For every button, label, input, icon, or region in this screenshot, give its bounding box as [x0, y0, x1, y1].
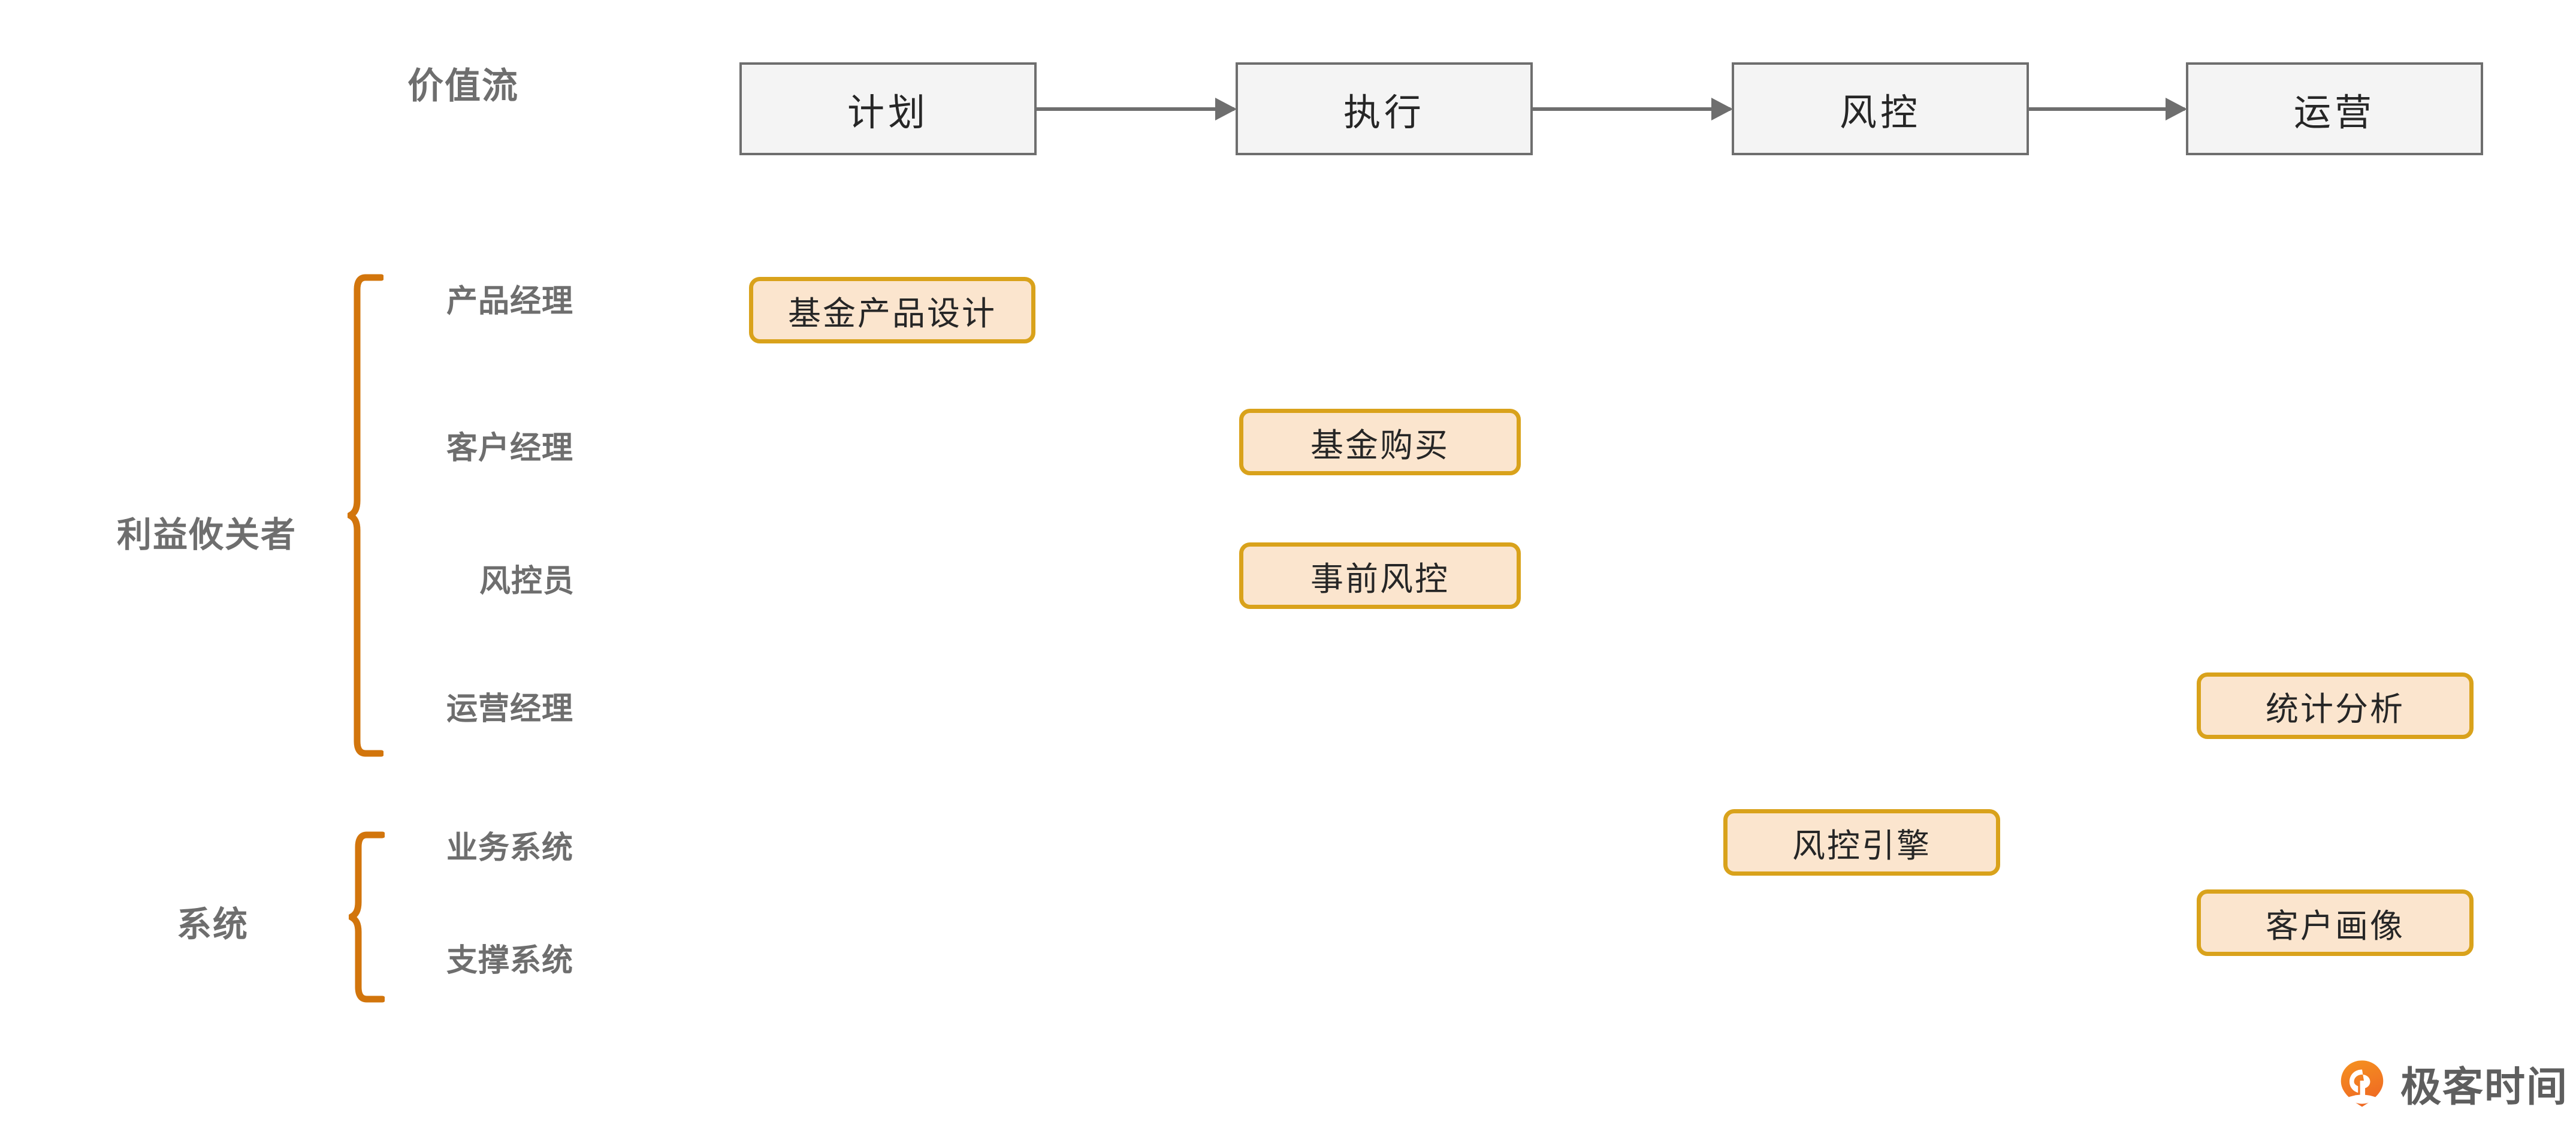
geektime-watermark-text: 极客时间 [2400, 1064, 2569, 1110]
activity-chip-statistical-analysis[interactable]: 统计分析 [2197, 672, 2474, 739]
activity-chip-fund-purchase[interactable]: 基金购买 [1239, 409, 1521, 475]
stage-arrow-execute-to-riskcontrol [1533, 107, 1731, 111]
value-stream-row-label: 价值流 [407, 66, 519, 106]
group-title-stakeholders: 利益攸关者 [117, 515, 297, 554]
lane-label-supporting-system: 支撑系统 [446, 943, 574, 978]
stage-box-plan[interactable]: 计划 [739, 62, 1037, 155]
geektime-watermark: 极客时间 [2337, 1054, 2568, 1113]
lane-label-product-manager: 产品经理 [446, 284, 574, 319]
brace-stakeholders [348, 274, 383, 757]
stage-box-execute[interactable]: 执行 [1236, 62, 1533, 155]
brace-systems [349, 831, 385, 1003]
lane-label-risk-officer: 风控员 [479, 564, 575, 599]
lane-label-account-manager: 客户经理 [446, 431, 574, 466]
group-title-systems: 系统 [177, 905, 249, 944]
lane-label-operations-manager: 运营经理 [446, 692, 574, 726]
activity-chip-risk-control-engine[interactable]: 风控引擎 [1723, 809, 2000, 876]
stage-arrow-plan-to-execute [1037, 107, 1234, 111]
activity-chip-pre-risk-control[interactable]: 事前风控 [1239, 542, 1521, 609]
stage-arrow-riskcontrol-to-operations [2029, 107, 2185, 111]
geektime-pin-logo-icon [2341, 1060, 2384, 1107]
lane-label-business-system: 业务系统 [446, 831, 574, 865]
activity-chip-customer-profile[interactable]: 客户画像 [2197, 889, 2474, 956]
stage-box-risk-control[interactable]: 风控 [1732, 62, 2029, 155]
activity-chip-fund-product-design[interactable]: 基金产品设计 [749, 277, 1035, 343]
stage-box-operations[interactable]: 运营 [2186, 62, 2483, 155]
